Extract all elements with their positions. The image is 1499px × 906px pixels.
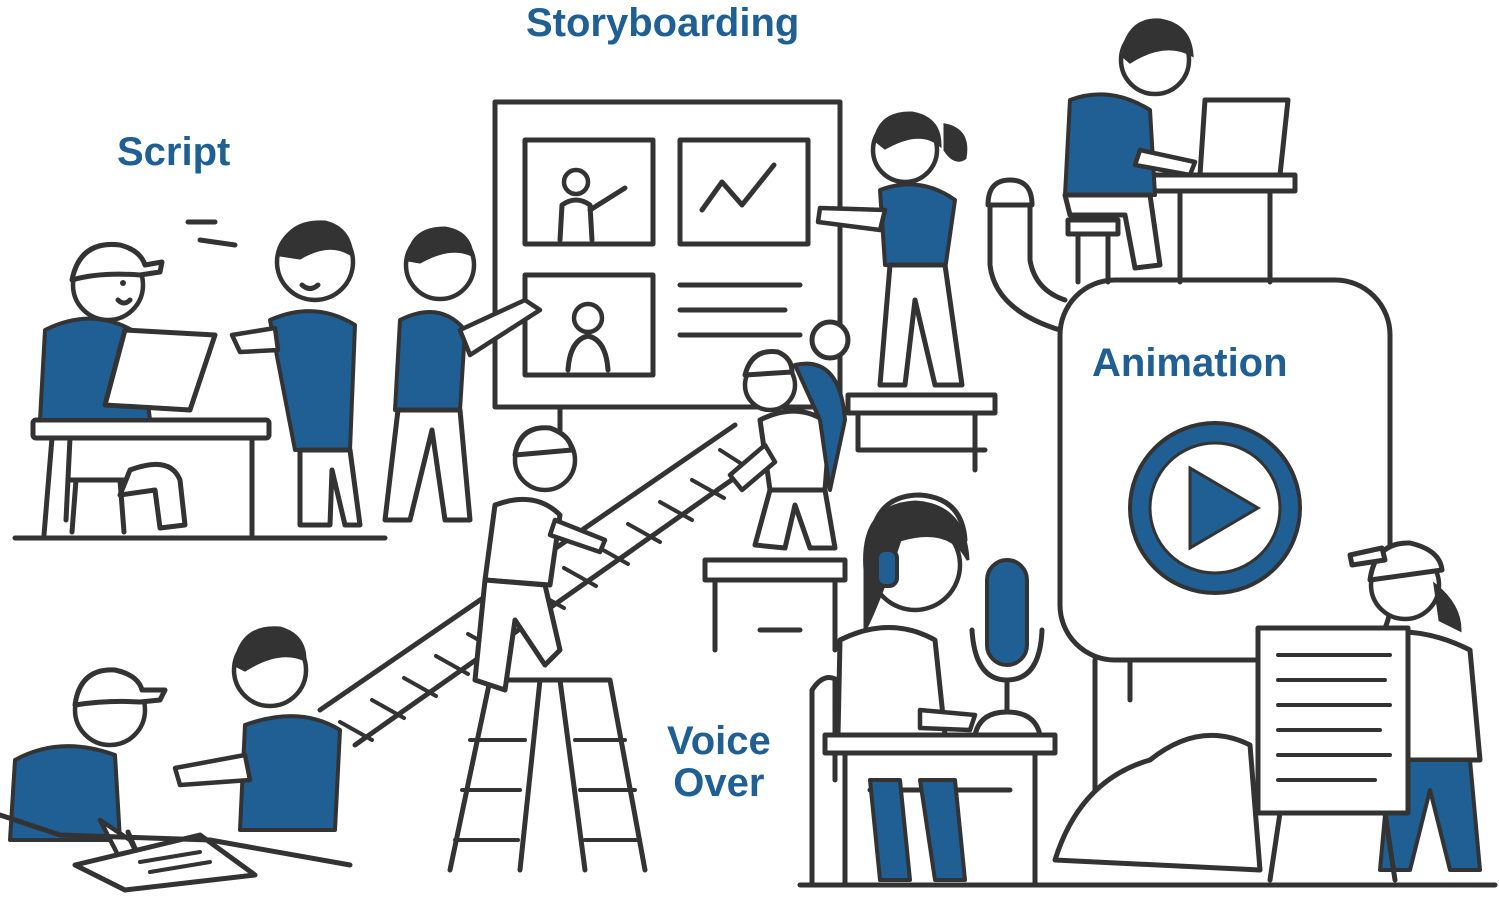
storyboard-presenter-woman [815,111,968,388]
laptop-icon [1197,97,1291,178]
voice-actor [835,492,978,882]
script-review-station [0,626,353,893]
review-paper [72,832,258,893]
storyboard-text-lines [677,282,803,338]
script-board [1255,625,1411,816]
speech-lines [185,219,238,248]
pipe [987,197,1068,333]
microphone-icon [969,558,1045,738]
step-ladder [447,677,648,873]
label-storyboarding: Storyboarding [526,1,800,45]
ramp-builder [727,319,851,551]
voice-over-station [809,492,1058,888]
writer-with-pen [8,667,168,863]
reviewer-pointing [172,626,342,832]
label-voice-over: Voice Over [667,720,771,804]
label-script: Script [117,130,231,174]
animation-station [797,18,1498,888]
script-paper [102,327,218,413]
headphones-icon [867,492,968,558]
script-desk [30,417,272,441]
label-voice-over-line1: Voice [667,719,771,763]
smoke-cloud [1052,732,1263,873]
storyboard-frame-chart [677,137,811,247]
script-discussant-standing [229,220,363,528]
script-station [12,219,388,541]
line-chart-icon [699,162,777,213]
ramp-climber [472,425,608,693]
label-animation: Animation [1092,341,1288,385]
ramp-bridge [317,319,851,873]
label-voice-over-line2: Over [673,761,765,805]
animator-at-laptop [1062,18,1298,285]
storyboard-pointer-man [382,226,543,523]
cap [69,241,165,283]
voice-desk [822,732,1058,756]
